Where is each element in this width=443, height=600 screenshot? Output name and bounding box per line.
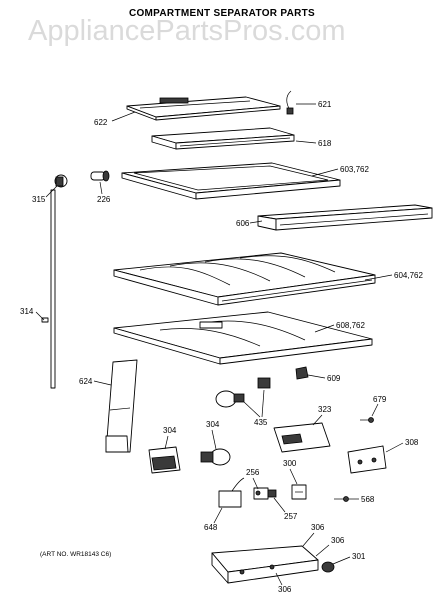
- label-306-bottom: 306: [278, 585, 292, 594]
- part-618-rail: [151, 127, 295, 150]
- label-435: 435: [254, 418, 268, 427]
- label-323: 323: [318, 405, 332, 414]
- part-315-rod: [41, 174, 68, 389]
- part-621-clip: [286, 90, 294, 115]
- part-435-bulb: [215, 377, 271, 408]
- part-603-shelf: [121, 162, 341, 200]
- label-304-center: 304: [206, 420, 220, 429]
- label-306-right: 306: [331, 536, 345, 545]
- label-308: 308: [405, 438, 419, 447]
- label-301: 301: [352, 552, 366, 561]
- part-323-housing: [273, 422, 331, 453]
- label-624: 624: [79, 377, 93, 386]
- label-622: 622: [94, 118, 108, 127]
- label-256: 256: [246, 468, 260, 477]
- part-622-cover: [126, 96, 281, 121]
- part-304-knob: [200, 448, 231, 466]
- part-226-knob: [90, 170, 110, 182]
- label-618: 618: [318, 139, 332, 148]
- part-648-thermostat: [218, 477, 245, 508]
- label-257: 257: [284, 512, 298, 521]
- label-314: 314: [20, 307, 34, 316]
- label-608-762: 608,762: [336, 321, 365, 330]
- part-568-screw: [334, 496, 349, 502]
- diagram-title: COMPARTMENT SEPARATOR PARTS: [129, 8, 315, 19]
- label-315: 315: [32, 195, 46, 204]
- part-308-bracket: [347, 445, 387, 474]
- part-301-knob: [321, 561, 335, 573]
- label-648: 648: [204, 523, 218, 532]
- part-604-shelf: [113, 252, 376, 306]
- art-number: (ART NO. WR18143 C6): [40, 551, 111, 558]
- part-606-trim: [257, 204, 433, 231]
- label-304-left: 304: [163, 426, 177, 435]
- part-624-bracket: [105, 359, 138, 453]
- label-300: 300: [283, 459, 297, 468]
- watermark: AppliancePartsPros.com: [28, 15, 346, 47]
- label-568: 568: [361, 495, 375, 504]
- label-621: 621: [318, 100, 332, 109]
- part-256-switch: [253, 487, 277, 500]
- label-226: 226: [97, 195, 111, 204]
- label-679: 679: [373, 395, 387, 404]
- part-306-bracket: [211, 545, 319, 584]
- part-608-shelf: [113, 311, 373, 365]
- label-306-top: 306: [311, 523, 325, 532]
- label-606: 606: [236, 219, 250, 228]
- label-603-762: 603,762: [340, 165, 369, 174]
- label-604-762: 604,762: [394, 271, 423, 280]
- label-609: 609: [327, 374, 341, 383]
- part-304-block: [148, 446, 181, 474]
- part-609-clip: [295, 366, 309, 380]
- part-300-actuator: [291, 484, 307, 500]
- part-679-screw: [360, 417, 374, 423]
